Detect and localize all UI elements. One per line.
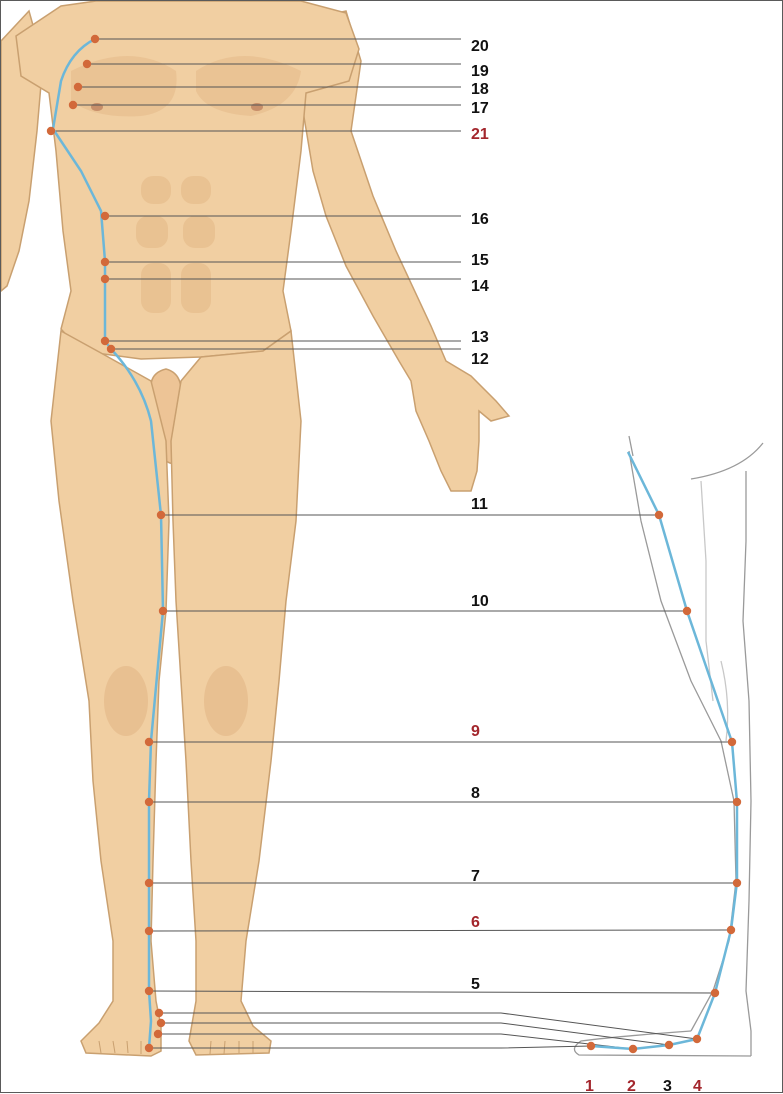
point-20-label: 20 — [471, 38, 489, 55]
side-leg-outline — [573, 435, 764, 1057]
point-4-marker-side — [692, 1034, 702, 1044]
point-12-marker-front — [106, 344, 116, 354]
point-4-label: 4 — [693, 1078, 702, 1094]
point-8-label: 8 — [471, 785, 480, 802]
knee-shading — [204, 666, 248, 736]
point-10-marker-side — [682, 606, 692, 616]
point-21-marker-front — [46, 126, 56, 136]
point-18-marker-front — [73, 82, 83, 92]
point-3-marker-front — [156, 1018, 166, 1028]
point-12-label: 12 — [471, 351, 489, 368]
point-3-label: 3 — [663, 1078, 672, 1094]
nipple — [251, 103, 263, 111]
point-14-marker-front — [100, 274, 110, 284]
point-1-label: 1 — [585, 1078, 594, 1094]
point-10-marker-front — [158, 606, 168, 616]
leader-line-4 — [159, 1012, 698, 1040]
point-8-marker-front — [144, 797, 154, 807]
point-15-label: 15 — [471, 252, 489, 269]
point-11-label: 11 — [471, 496, 488, 513]
point-11-marker-side — [654, 510, 664, 520]
point-14-label: 14 — [471, 278, 489, 295]
point-19-marker-front — [82, 59, 92, 69]
point-6-marker-side — [726, 925, 736, 935]
point-2-marker-front — [153, 1029, 163, 1039]
point-5-marker-front — [144, 986, 154, 996]
point-5-label: 5 — [471, 976, 480, 993]
point-11-marker-front — [156, 510, 166, 520]
leader-line-6 — [148, 929, 732, 932]
abdominal-muscles — [136, 176, 215, 313]
point-7-label: 7 — [471, 868, 480, 885]
point-5-marker-side — [710, 988, 720, 998]
point-9-marker-side — [727, 737, 737, 747]
leader-line-1 — [149, 1045, 592, 1049]
nipple — [91, 103, 103, 111]
point-17-label: 17 — [471, 100, 489, 117]
front-body-figure — [1, 1, 511, 1057]
right-arm — [300, 10, 511, 492]
point-2-marker-side — [628, 1044, 638, 1054]
point-21-label: 21 — [471, 126, 489, 143]
chest-shading — [196, 56, 301, 116]
point-4-marker-front — [154, 1008, 164, 1018]
acupoint-markers — [46, 34, 742, 1054]
point-1-marker-front — [144, 1043, 154, 1053]
meridian-line-side — [590, 451, 739, 1051]
point-9-marker-front — [144, 737, 154, 747]
point-20-marker-front — [90, 34, 100, 44]
point-7-marker-front — [144, 878, 154, 888]
chest-shading — [71, 56, 177, 117]
point-17-marker-front — [68, 100, 78, 110]
point-2-label: 2 — [627, 1078, 636, 1094]
point-6-marker-front — [144, 926, 154, 936]
point-16-label: 16 — [471, 211, 489, 228]
point-10-label: 10 — [471, 593, 489, 610]
leader-line-3 — [161, 1022, 670, 1046]
point-8-marker-side — [732, 797, 742, 807]
leader-line-5 — [148, 990, 716, 994]
point-1-marker-side — [586, 1041, 596, 1051]
point-18-label: 18 — [471, 81, 489, 98]
point-13-label: 13 — [471, 329, 489, 346]
point-13-marker-front — [100, 336, 110, 346]
point-15-marker-front — [100, 257, 110, 267]
point-19-label: 19 — [471, 63, 489, 80]
point-9-label: 9 — [471, 723, 480, 740]
point-6-label: 6 — [471, 914, 480, 931]
point-7-marker-side — [732, 878, 742, 888]
point-16-marker-front — [100, 211, 110, 221]
knee-shading — [104, 666, 148, 736]
meridian-line-front — [51, 37, 165, 1049]
leader-lines — [51, 38, 737, 1050]
point-3-marker-side — [664, 1040, 674, 1050]
